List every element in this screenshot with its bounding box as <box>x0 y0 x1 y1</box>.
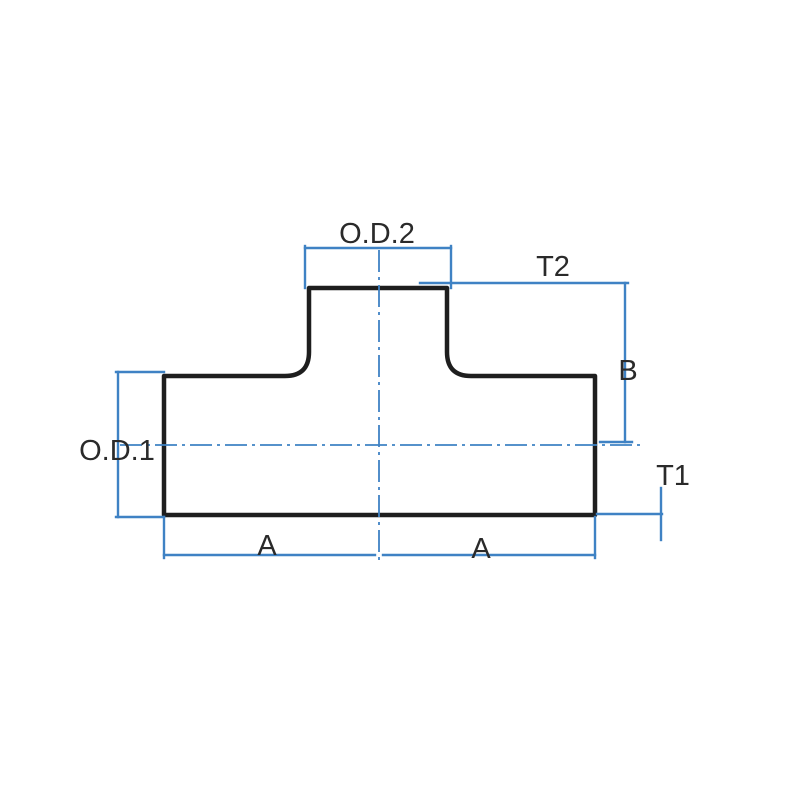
a-dimension <box>162 515 597 560</box>
a-left-label: A <box>257 530 277 562</box>
a-right-label: A <box>471 533 491 565</box>
t2-label: T2 <box>536 251 570 283</box>
tee-body-outline <box>161 285 598 518</box>
b-dimension <box>418 281 634 444</box>
b-label: B <box>618 355 637 387</box>
od2-dimension <box>303 244 453 290</box>
t1-dimension <box>595 486 664 542</box>
t1-label: T1 <box>656 460 690 492</box>
od1-dimension <box>114 370 166 519</box>
od1-label: O.D.1 <box>79 435 155 467</box>
od2-label: O.D.2 <box>339 218 415 250</box>
